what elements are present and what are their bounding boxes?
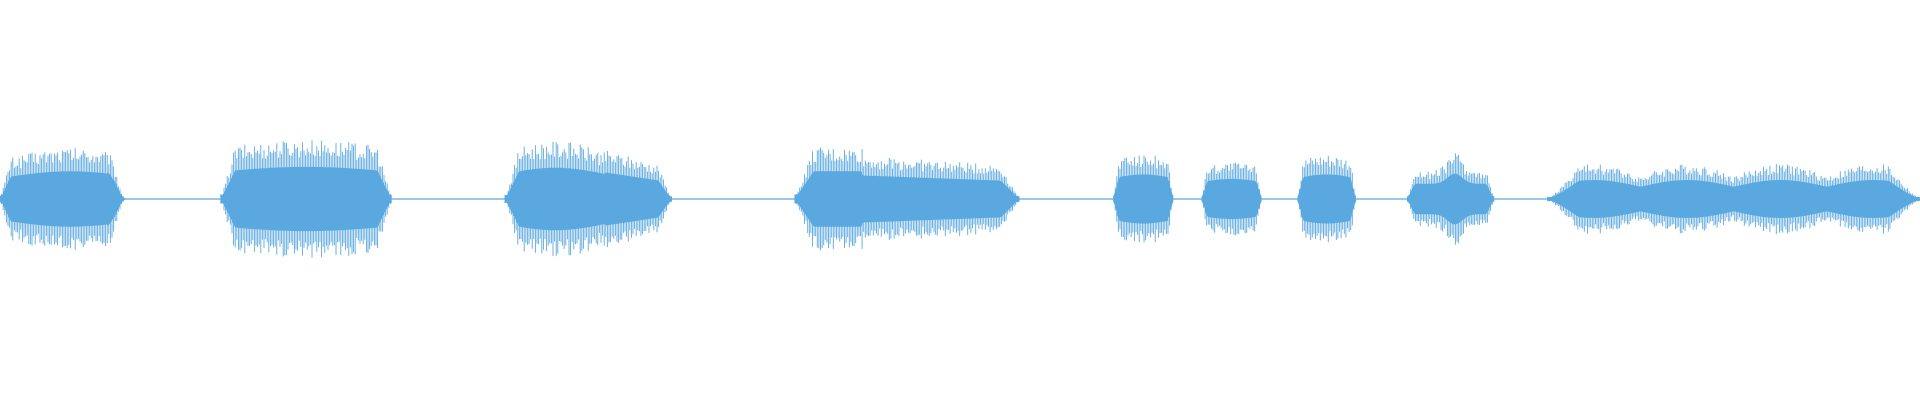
waveform-segment — [504, 141, 672, 257]
waveform-segment — [1297, 156, 1356, 242]
waveform-spikes — [1201, 162, 1262, 236]
waveform-segment — [1547, 164, 1920, 234]
waveform-spikes — [1547, 164, 1920, 234]
waveform-spikes — [1406, 153, 1495, 245]
waveform-spikes — [504, 141, 672, 257]
waveform-segment — [0, 148, 127, 250]
waveform-segment — [1406, 153, 1495, 245]
waveform-body — [1113, 174, 1174, 224]
waveform-segment — [794, 147, 1020, 251]
waveform-spikes — [0, 148, 127, 250]
waveform-body — [1201, 178, 1262, 220]
waveform-segment — [1113, 155, 1174, 243]
waveform-segment — [1201, 162, 1262, 236]
waveform-segments — [0, 140, 1920, 258]
waveform-spikes — [794, 147, 1020, 251]
waveform-spikes — [1113, 155, 1174, 243]
waveform-spikes — [220, 140, 391, 258]
waveform-spikes — [1297, 156, 1356, 242]
waveform-segment — [220, 140, 392, 258]
